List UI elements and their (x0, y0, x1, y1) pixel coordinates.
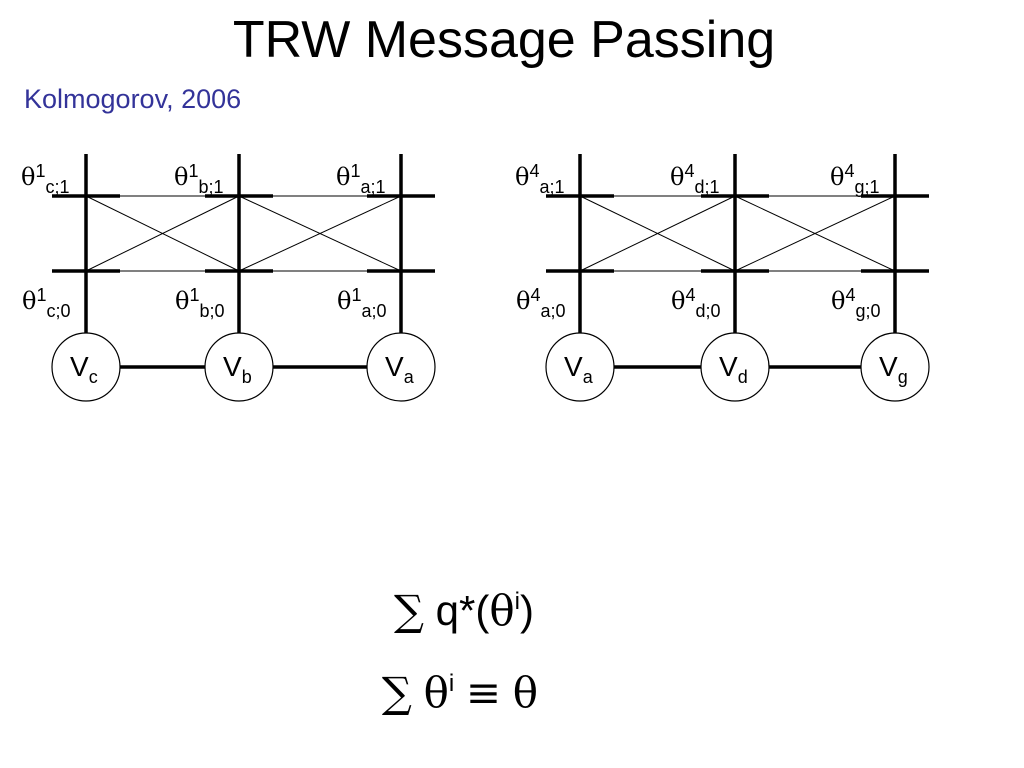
variable-name: V (223, 351, 242, 382)
theta-symbol: θ (831, 287, 845, 315)
variable-subscript: b (242, 367, 252, 387)
trw-diagram: Vcθ1c;1θ1c;0Vbθ1b;1θ1b;0Vaθ1a;1θ1a;0Vaθ4… (21, 154, 930, 402)
variable-node (700, 332, 770, 402)
unary-label-0: θ1b;0 (175, 285, 225, 321)
label-subscript: d;0 (695, 301, 720, 321)
variable-node-label: Va (564, 351, 594, 387)
unary-label-1: θ1b;1 (174, 161, 224, 197)
tree-index: 4 (529, 161, 539, 181)
unary-label-1: θ4g;1 (830, 161, 880, 197)
tree-index: 1 (36, 285, 46, 305)
label-subscript: a;1 (360, 177, 385, 197)
tree-index: 1 (188, 161, 198, 181)
unary-label-1: θ1a;1 (336, 161, 386, 197)
variable-node-label: Vg (879, 351, 908, 387)
pairwise-line-01 (579, 195, 736, 272)
formula-sum-min-marginals: ∑ q*(θi) (0, 586, 976, 635)
superscript-i: i (448, 670, 455, 697)
theta-symbol: θ (336, 163, 350, 191)
unary-label-0: θ1a;0 (337, 285, 387, 321)
theta-symbol: θ (512, 668, 539, 717)
label-subscript: g;0 (855, 301, 880, 321)
tree-index: 4 (844, 161, 854, 181)
theta-symbol: θ (175, 287, 189, 315)
formula-sum-theta-equiv: ∑ θi ≡ θ (0, 668, 972, 717)
label-subscript: c;1 (45, 177, 69, 197)
variable-name: V (70, 351, 89, 382)
variable-subscript: c (89, 367, 98, 387)
tree-index: 4 (684, 161, 694, 181)
variable-node-label: Vc (70, 351, 98, 387)
theta-symbol: θ (830, 163, 844, 191)
theta-symbol: θ (516, 287, 530, 315)
unary-label-0: θ4a;0 (516, 285, 566, 321)
theta-symbol: θ (670, 163, 684, 191)
variable-subscript: a (583, 367, 594, 387)
unary-label-1: θ1c;1 (21, 161, 69, 197)
variable-node-label: Vb (223, 351, 252, 387)
theta-symbol: θ (174, 163, 188, 191)
theta-symbol: θ (21, 163, 35, 191)
theta-symbol: θ (337, 287, 351, 315)
sum-symbol: ∑ (394, 586, 424, 635)
variable-node (204, 332, 274, 402)
variable-name: V (564, 351, 583, 382)
theta-symbol: θ (671, 287, 685, 315)
theta-symbol: θ (489, 586, 515, 635)
tree-index: 4 (845, 285, 855, 305)
unary-label-0: θ4d;0 (671, 285, 721, 321)
close-paren: ) (520, 587, 534, 634)
tree-index: 4 (685, 285, 695, 305)
label-subscript: a;0 (361, 301, 386, 321)
tree-index: 1 (189, 285, 199, 305)
label-subscript: b;0 (199, 301, 224, 321)
tree-index: 1 (351, 285, 361, 305)
variable-name: V (879, 351, 898, 382)
variable-node (51, 332, 121, 402)
pairwise-line-01 (85, 195, 240, 272)
variable-node-label: Vd (719, 351, 748, 387)
variable-subscript: d (738, 367, 748, 387)
theta-symbol: θ (515, 163, 529, 191)
slide-title: TRW Message Passing (232, 11, 776, 69)
pairwise-line-01 (238, 195, 402, 272)
theta-symbol: θ (423, 668, 449, 717)
variable-node (860, 332, 930, 402)
variable-node (545, 332, 615, 402)
variable-node-label: Va (385, 351, 415, 387)
sum-symbol: ∑ (381, 668, 412, 717)
tree-index: 4 (530, 285, 540, 305)
label-subscript: g;1 (854, 177, 879, 197)
label-subscript: a;0 (540, 301, 565, 321)
equiv-symbol: ≡ (465, 668, 502, 717)
tree-index: 1 (35, 161, 45, 181)
unary-label-1: θ4a;1 (515, 161, 565, 197)
theta-symbol: θ (22, 287, 36, 315)
variable-subscript: g (898, 367, 908, 387)
superscript-i: i (514, 588, 520, 615)
variable-node (366, 332, 436, 402)
formula-q-star: q*( (435, 587, 490, 634)
variable-name: V (719, 351, 738, 382)
unary-label-0: θ4g;0 (831, 285, 881, 321)
label-subscript: d;1 (694, 177, 719, 197)
label-subscript: c;0 (46, 301, 70, 321)
variable-subscript: a (404, 367, 415, 387)
pairwise-line-01 (734, 195, 896, 272)
label-subscript: b;1 (198, 177, 223, 197)
unary-label-1: θ4d;1 (670, 161, 720, 197)
slide-subtitle: Kolmogorov, 2006 (24, 84, 242, 114)
variable-name: V (385, 351, 404, 382)
label-subscript: a;1 (539, 177, 564, 197)
tree-index: 1 (350, 161, 360, 181)
unary-label-0: θ1c;0 (22, 285, 70, 321)
